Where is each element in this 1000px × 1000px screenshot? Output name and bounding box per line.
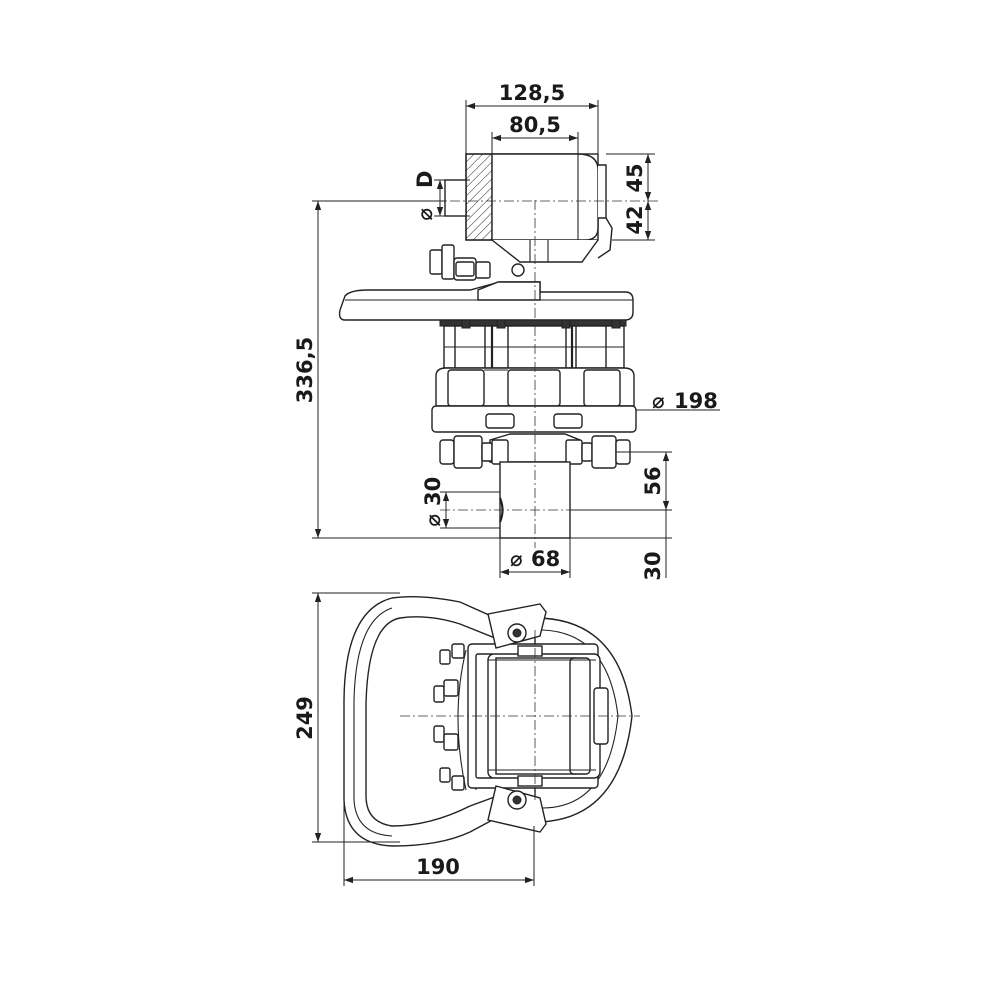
dim-h30: 30 xyxy=(641,551,665,580)
dim-dia-68-symbol: ⌀ xyxy=(510,547,523,571)
dim-dia-d: D xyxy=(413,171,437,188)
lower-housing xyxy=(431,367,637,433)
side-view xyxy=(338,153,665,548)
swivel-plate xyxy=(338,281,634,321)
dim-dia-198: 198 xyxy=(674,389,718,413)
dim-plan-height: 249 xyxy=(293,696,317,740)
dim-h42: 42 xyxy=(623,205,647,234)
dim-h56: 56 xyxy=(641,466,665,495)
mounting-brackets xyxy=(487,603,547,833)
plan-view xyxy=(343,595,640,847)
gear-teeth xyxy=(433,643,477,791)
rotator-body xyxy=(443,319,625,369)
dim-dia-198-symbol: ⌀ xyxy=(652,389,665,413)
dim-dia-30-symbol: ⌀ xyxy=(421,514,445,527)
dim-width-top: 128,5 xyxy=(499,81,565,105)
hub-bolts xyxy=(429,244,525,281)
top-hub xyxy=(444,153,613,263)
side-dimensions: 128,5 80,5 ⌀ D 45 42 336,5 ⌀ 198 56 30 xyxy=(293,81,720,581)
dim-h45: 45 xyxy=(623,163,647,192)
dim-plan-width: 190 xyxy=(416,855,460,879)
dim-dia-d-symbol: ⌀ xyxy=(413,208,437,221)
dim-width-inner: 80,5 xyxy=(509,113,561,137)
dim-dia-68: 68 xyxy=(531,547,560,571)
dim-dia-30: 30 xyxy=(421,477,445,506)
dim-total-height: 336,5 xyxy=(293,337,317,403)
plan-dimensions: 249 190 xyxy=(293,592,535,886)
